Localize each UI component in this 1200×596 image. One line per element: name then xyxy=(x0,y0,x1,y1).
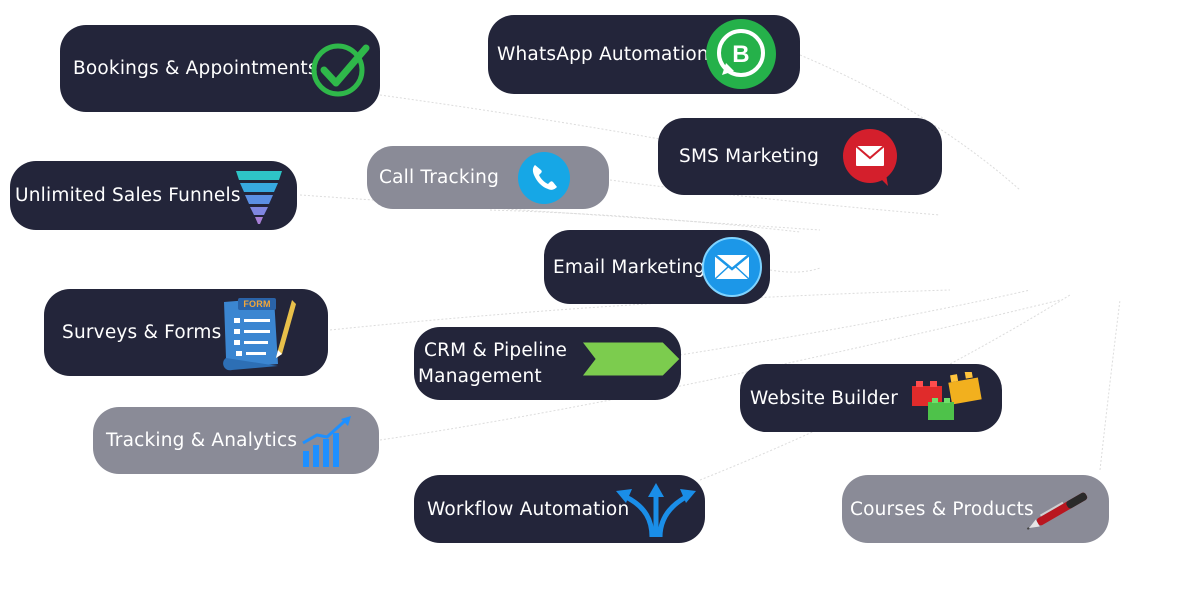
feature-label: Workflow Automation xyxy=(427,498,630,520)
feature-funnels[interactable]: Unlimited Sales Funnels xyxy=(10,161,297,230)
phone-icon xyxy=(518,152,570,204)
feature-courses[interactable]: Courses & Products xyxy=(842,475,1109,543)
bar-chart-icon xyxy=(302,416,351,467)
feature-label: Bookings & Appointments xyxy=(73,58,318,79)
feature-tracking[interactable]: Tracking & Analytics xyxy=(93,407,379,474)
check-circle-icon xyxy=(311,43,370,97)
feature-label: WhatsApp Automation xyxy=(497,44,709,65)
feature-label: Unlimited Sales Funnels xyxy=(15,185,241,206)
split-arrows-icon xyxy=(616,483,696,538)
feature-label-line1: CRM & Pipeline xyxy=(424,339,568,361)
funnel-icon xyxy=(236,171,282,224)
feature-label: Call Tracking xyxy=(379,167,500,188)
svg-text:FORM: FORM xyxy=(243,299,270,309)
arrow-tag-icon xyxy=(581,341,681,377)
feature-label: SMS Marketing xyxy=(679,146,820,167)
feature-call-tracking[interactable]: Call Tracking xyxy=(367,146,609,209)
feature-email[interactable]: Email Marketing xyxy=(544,230,770,304)
feature-label-line2: Management xyxy=(418,365,542,387)
feature-label: Email Marketing xyxy=(553,256,706,278)
feature-bookings[interactable]: Bookings & Appointments xyxy=(60,25,380,112)
whatsapp-business-icon: B xyxy=(706,19,776,89)
svg-text:B: B xyxy=(732,41,750,68)
feature-label: CRM & Pipeline Management xyxy=(418,338,567,390)
feature-sms[interactable]: SMS Marketing xyxy=(658,118,942,195)
feature-label: Surveys & Forms xyxy=(62,322,222,343)
form-scroll-icon: FORM xyxy=(223,298,296,371)
feature-website[interactable]: Website Builder xyxy=(740,364,1002,432)
building-blocks-icon xyxy=(912,372,982,420)
envelope-icon xyxy=(702,237,762,297)
feature-surveys[interactable]: Surveys & Forms FORM xyxy=(44,289,328,376)
feature-label: Website Builder xyxy=(750,387,899,409)
feature-crm[interactable]: CRM & Pipeline Management xyxy=(414,327,681,400)
feature-label: Courses & Products xyxy=(850,498,1034,520)
envelope-bubble-icon xyxy=(843,129,897,186)
feature-label: Tracking & Analytics xyxy=(106,430,298,451)
feature-whatsapp[interactable]: WhatsApp Automation B xyxy=(488,15,800,94)
feature-workflow[interactable]: Workflow Automation xyxy=(414,475,705,543)
pen-icon xyxy=(1026,492,1088,530)
